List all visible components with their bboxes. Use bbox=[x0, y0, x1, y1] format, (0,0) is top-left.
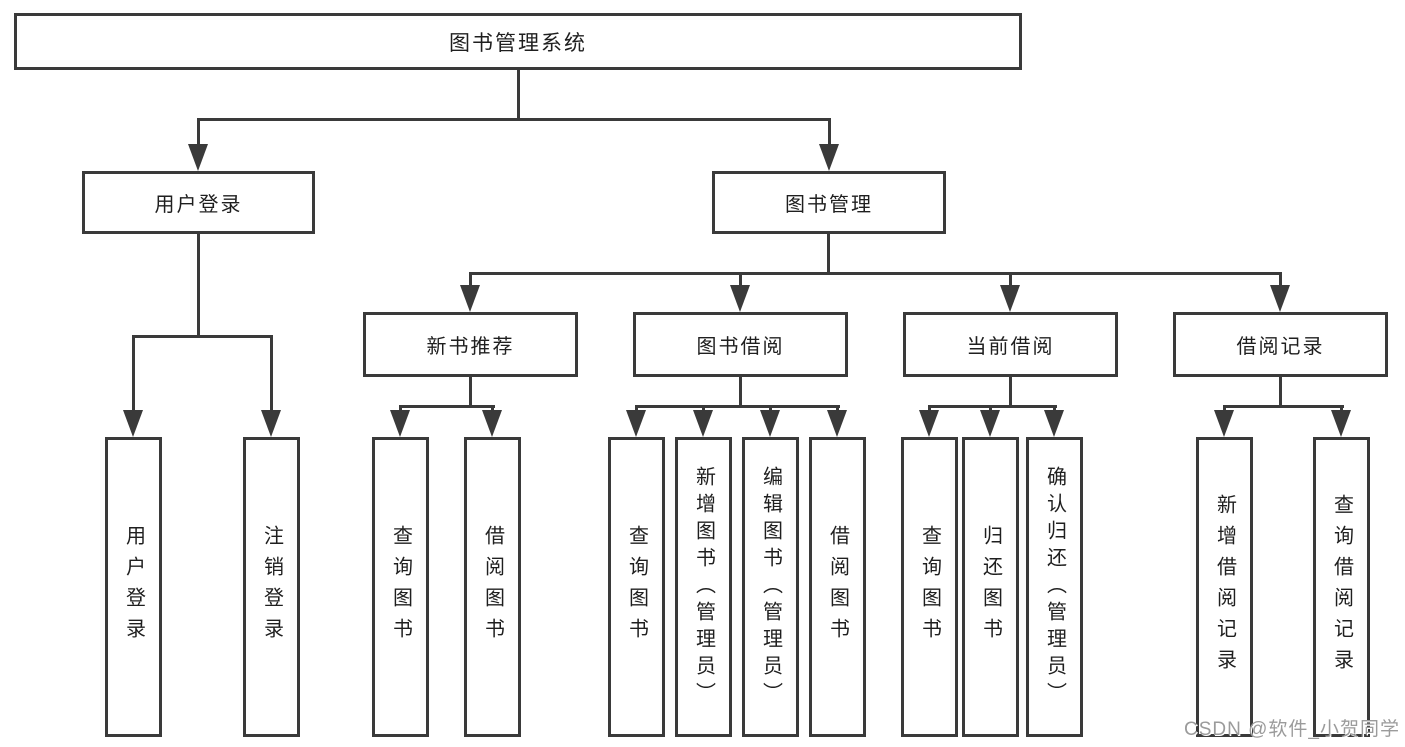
leaf-query-borrow-record: 查询借阅记录 bbox=[1313, 437, 1370, 737]
leaf-confirm-return-admin: 确认归还（管理员） bbox=[1026, 437, 1083, 737]
edge-to-add-record bbox=[1223, 405, 1226, 414]
leaf-add-book-admin: 新增图书（管理员） bbox=[675, 437, 732, 737]
arrowhead-to-borrow bbox=[730, 285, 750, 312]
edge-to-user-login bbox=[132, 335, 135, 413]
edge-manage-split bbox=[469, 272, 1282, 275]
edge-current-split bbox=[928, 405, 1057, 408]
leaf-confirm-return-admin-label: 确认归还（管理员） bbox=[1043, 465, 1066, 709]
node-book-management-label: 图书管理 bbox=[785, 194, 873, 216]
arrowhead-to-query-record bbox=[1331, 410, 1351, 437]
edge-to-query-book-1 bbox=[399, 405, 402, 414]
arrowhead-to-confirm-return bbox=[1044, 410, 1064, 437]
leaf-return-book-label: 归还图书 bbox=[979, 525, 1002, 649]
edge-to-manage bbox=[828, 118, 831, 146]
edge-to-records bbox=[1279, 272, 1282, 286]
arrowhead-to-manage bbox=[819, 144, 839, 171]
arrowhead-to-query-book-2 bbox=[626, 410, 646, 437]
edge-to-logout bbox=[270, 335, 273, 413]
edge-login-split bbox=[132, 335, 273, 338]
node-book-management: 图书管理 bbox=[712, 171, 946, 234]
node-new-book-recommend-label: 新书推荐 bbox=[426, 336, 515, 358]
arrowhead-to-records bbox=[1270, 285, 1290, 312]
arrowhead-to-user-login bbox=[123, 410, 143, 437]
leaf-query-book-borrow-label: 查询图书 bbox=[625, 525, 648, 649]
edge-to-confirm-return bbox=[1053, 405, 1056, 414]
leaf-edit-book-admin-label: 编辑图书（管理员） bbox=[759, 465, 782, 709]
leaf-add-borrow-record: 新增借阅记录 bbox=[1196, 437, 1253, 737]
edge-root-split bbox=[197, 118, 831, 121]
arrowhead-to-recommend bbox=[460, 285, 480, 312]
leaf-query-borrow-record-label: 查询借阅记录 bbox=[1330, 494, 1353, 680]
edge-to-current bbox=[1009, 272, 1012, 286]
node-borrow-records: 借阅记录 bbox=[1173, 312, 1388, 377]
edge-recommend-stem bbox=[469, 377, 472, 405]
leaf-add-borrow-record-label: 新增借阅记录 bbox=[1213, 494, 1236, 680]
edge-manage-stem bbox=[827, 234, 830, 272]
leaf-borrow-book-recommend: 借阅图书 bbox=[464, 437, 521, 737]
arrowhead-to-borrow-book-2 bbox=[827, 410, 847, 437]
leaf-user-login: 用户登录 bbox=[105, 437, 162, 737]
node-root: 图书管理系统 bbox=[14, 13, 1022, 70]
edge-borrow-stem bbox=[739, 377, 742, 405]
node-current-borrow-label: 当前借阅 bbox=[966, 336, 1055, 358]
arrowhead-to-login bbox=[188, 144, 208, 171]
edge-to-add-book bbox=[702, 405, 705, 414]
edge-records-stem bbox=[1279, 377, 1282, 405]
node-new-book-recommend: 新书推荐 bbox=[363, 312, 578, 377]
arrowhead-to-current bbox=[1000, 285, 1020, 312]
edge-current-stem bbox=[1009, 377, 1012, 405]
leaf-add-book-admin-label: 新增图书（管理员） bbox=[692, 465, 715, 709]
node-user-login: 用户登录 bbox=[82, 171, 315, 234]
leaf-query-book-borrow: 查询图书 bbox=[608, 437, 665, 737]
edge-root-stem bbox=[517, 70, 520, 119]
arrowhead-to-logout bbox=[261, 410, 281, 437]
leaf-borrow-book-label: 借阅图书 bbox=[826, 525, 849, 649]
leaf-borrow-book-recommend-label: 借阅图书 bbox=[481, 525, 504, 649]
leaf-user-login-label: 用户登录 bbox=[122, 525, 145, 649]
edge-borrow-split bbox=[635, 405, 840, 408]
edge-to-borrow bbox=[739, 272, 742, 286]
edge-to-borrow-book-1 bbox=[491, 405, 494, 414]
arrowhead-to-add-record bbox=[1214, 410, 1234, 437]
leaf-logout-label: 注销登录 bbox=[260, 525, 283, 649]
arrowhead-to-query-book-1 bbox=[390, 410, 410, 437]
edge-to-recommend bbox=[469, 272, 472, 286]
node-root-label: 图书管理系统 bbox=[449, 31, 587, 55]
edge-to-return-book bbox=[989, 405, 992, 414]
edge-to-query-record bbox=[1340, 405, 1343, 414]
leaf-borrow-book: 借阅图书 bbox=[809, 437, 866, 737]
arrowhead-to-query-book-3 bbox=[919, 410, 939, 437]
edge-to-query-book-3 bbox=[928, 405, 931, 414]
node-borrow-records-label: 借阅记录 bbox=[1236, 336, 1325, 358]
edge-to-edit-book bbox=[769, 405, 772, 414]
arrowhead-to-borrow-book-1 bbox=[482, 410, 502, 437]
leaf-logout: 注销登录 bbox=[243, 437, 300, 737]
edge-login-stem bbox=[197, 234, 200, 335]
edge-records-split bbox=[1223, 405, 1344, 408]
csdn-watermark: CSDN @软件_小贺同学 bbox=[1184, 719, 1400, 740]
leaf-query-book-current-label: 查询图书 bbox=[918, 525, 941, 649]
leaf-edit-book-admin: 编辑图书（管理员） bbox=[742, 437, 799, 737]
node-book-borrow: 图书借阅 bbox=[633, 312, 848, 377]
leaf-query-book-current: 查询图书 bbox=[901, 437, 958, 737]
leaf-query-book-recommend-label: 查询图书 bbox=[389, 525, 412, 649]
node-user-login-label: 用户登录 bbox=[154, 194, 243, 216]
edge-to-borrow-book-2 bbox=[836, 405, 839, 414]
node-current-borrow: 当前借阅 bbox=[903, 312, 1118, 377]
arrowhead-to-add-book bbox=[693, 410, 713, 437]
leaf-query-book-recommend: 查询图书 bbox=[372, 437, 429, 737]
leaf-return-book: 归还图书 bbox=[962, 437, 1019, 737]
arrowhead-to-edit-book bbox=[760, 410, 780, 437]
edge-to-login bbox=[197, 118, 200, 146]
edge-to-query-book-2 bbox=[635, 405, 638, 414]
arrowhead-to-return-book bbox=[980, 410, 1000, 437]
node-book-borrow-label: 图书借阅 bbox=[696, 336, 785, 358]
edge-recommend-split bbox=[399, 405, 495, 408]
